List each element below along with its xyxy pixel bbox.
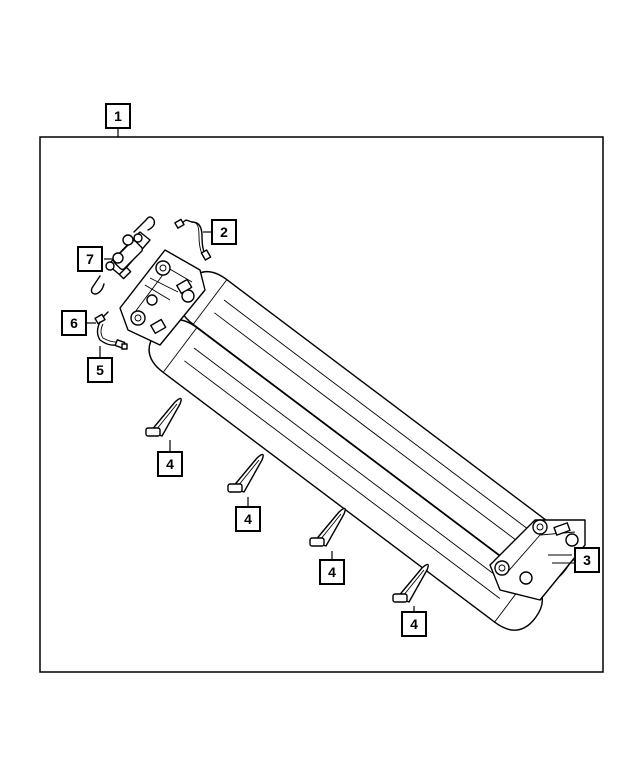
hose-part-2 xyxy=(174,218,212,261)
callout-4a: 4 xyxy=(157,451,183,477)
svg-text:4: 4 xyxy=(244,511,252,527)
callout-1: 1 xyxy=(105,103,131,129)
valve-manifold-assembly xyxy=(90,216,156,295)
svg-text:1: 1 xyxy=(114,108,122,124)
assembly-frame xyxy=(39,136,604,673)
callout-2: 2 xyxy=(211,219,237,245)
svg-text:4: 4 xyxy=(410,616,418,632)
strap-c xyxy=(309,507,346,547)
svg-text:2: 2 xyxy=(220,224,228,240)
callout-5: 5 xyxy=(87,357,113,383)
svg-text:7: 7 xyxy=(86,251,94,267)
strap-d xyxy=(392,563,429,603)
mounting-bracket-left xyxy=(119,249,206,346)
svg-text:4: 4 xyxy=(328,564,336,580)
callout-4c: 4 xyxy=(319,559,345,585)
svg-text:4: 4 xyxy=(166,456,174,472)
callout-4b: 4 xyxy=(235,506,261,532)
callout-6: 6 xyxy=(61,310,87,336)
strap-b xyxy=(227,453,264,493)
callout-3: 3 xyxy=(574,547,600,573)
hose-part-6 xyxy=(94,311,128,350)
strap-a xyxy=(145,397,182,437)
mounting-bracket-right xyxy=(489,519,586,601)
svg-text:3: 3 xyxy=(583,552,591,568)
svg-text:5: 5 xyxy=(96,362,104,378)
svg-text:6: 6 xyxy=(70,315,78,331)
tank-lower xyxy=(148,318,543,631)
callout-7: 7 xyxy=(77,246,103,272)
callout-4d: 4 xyxy=(401,611,427,637)
